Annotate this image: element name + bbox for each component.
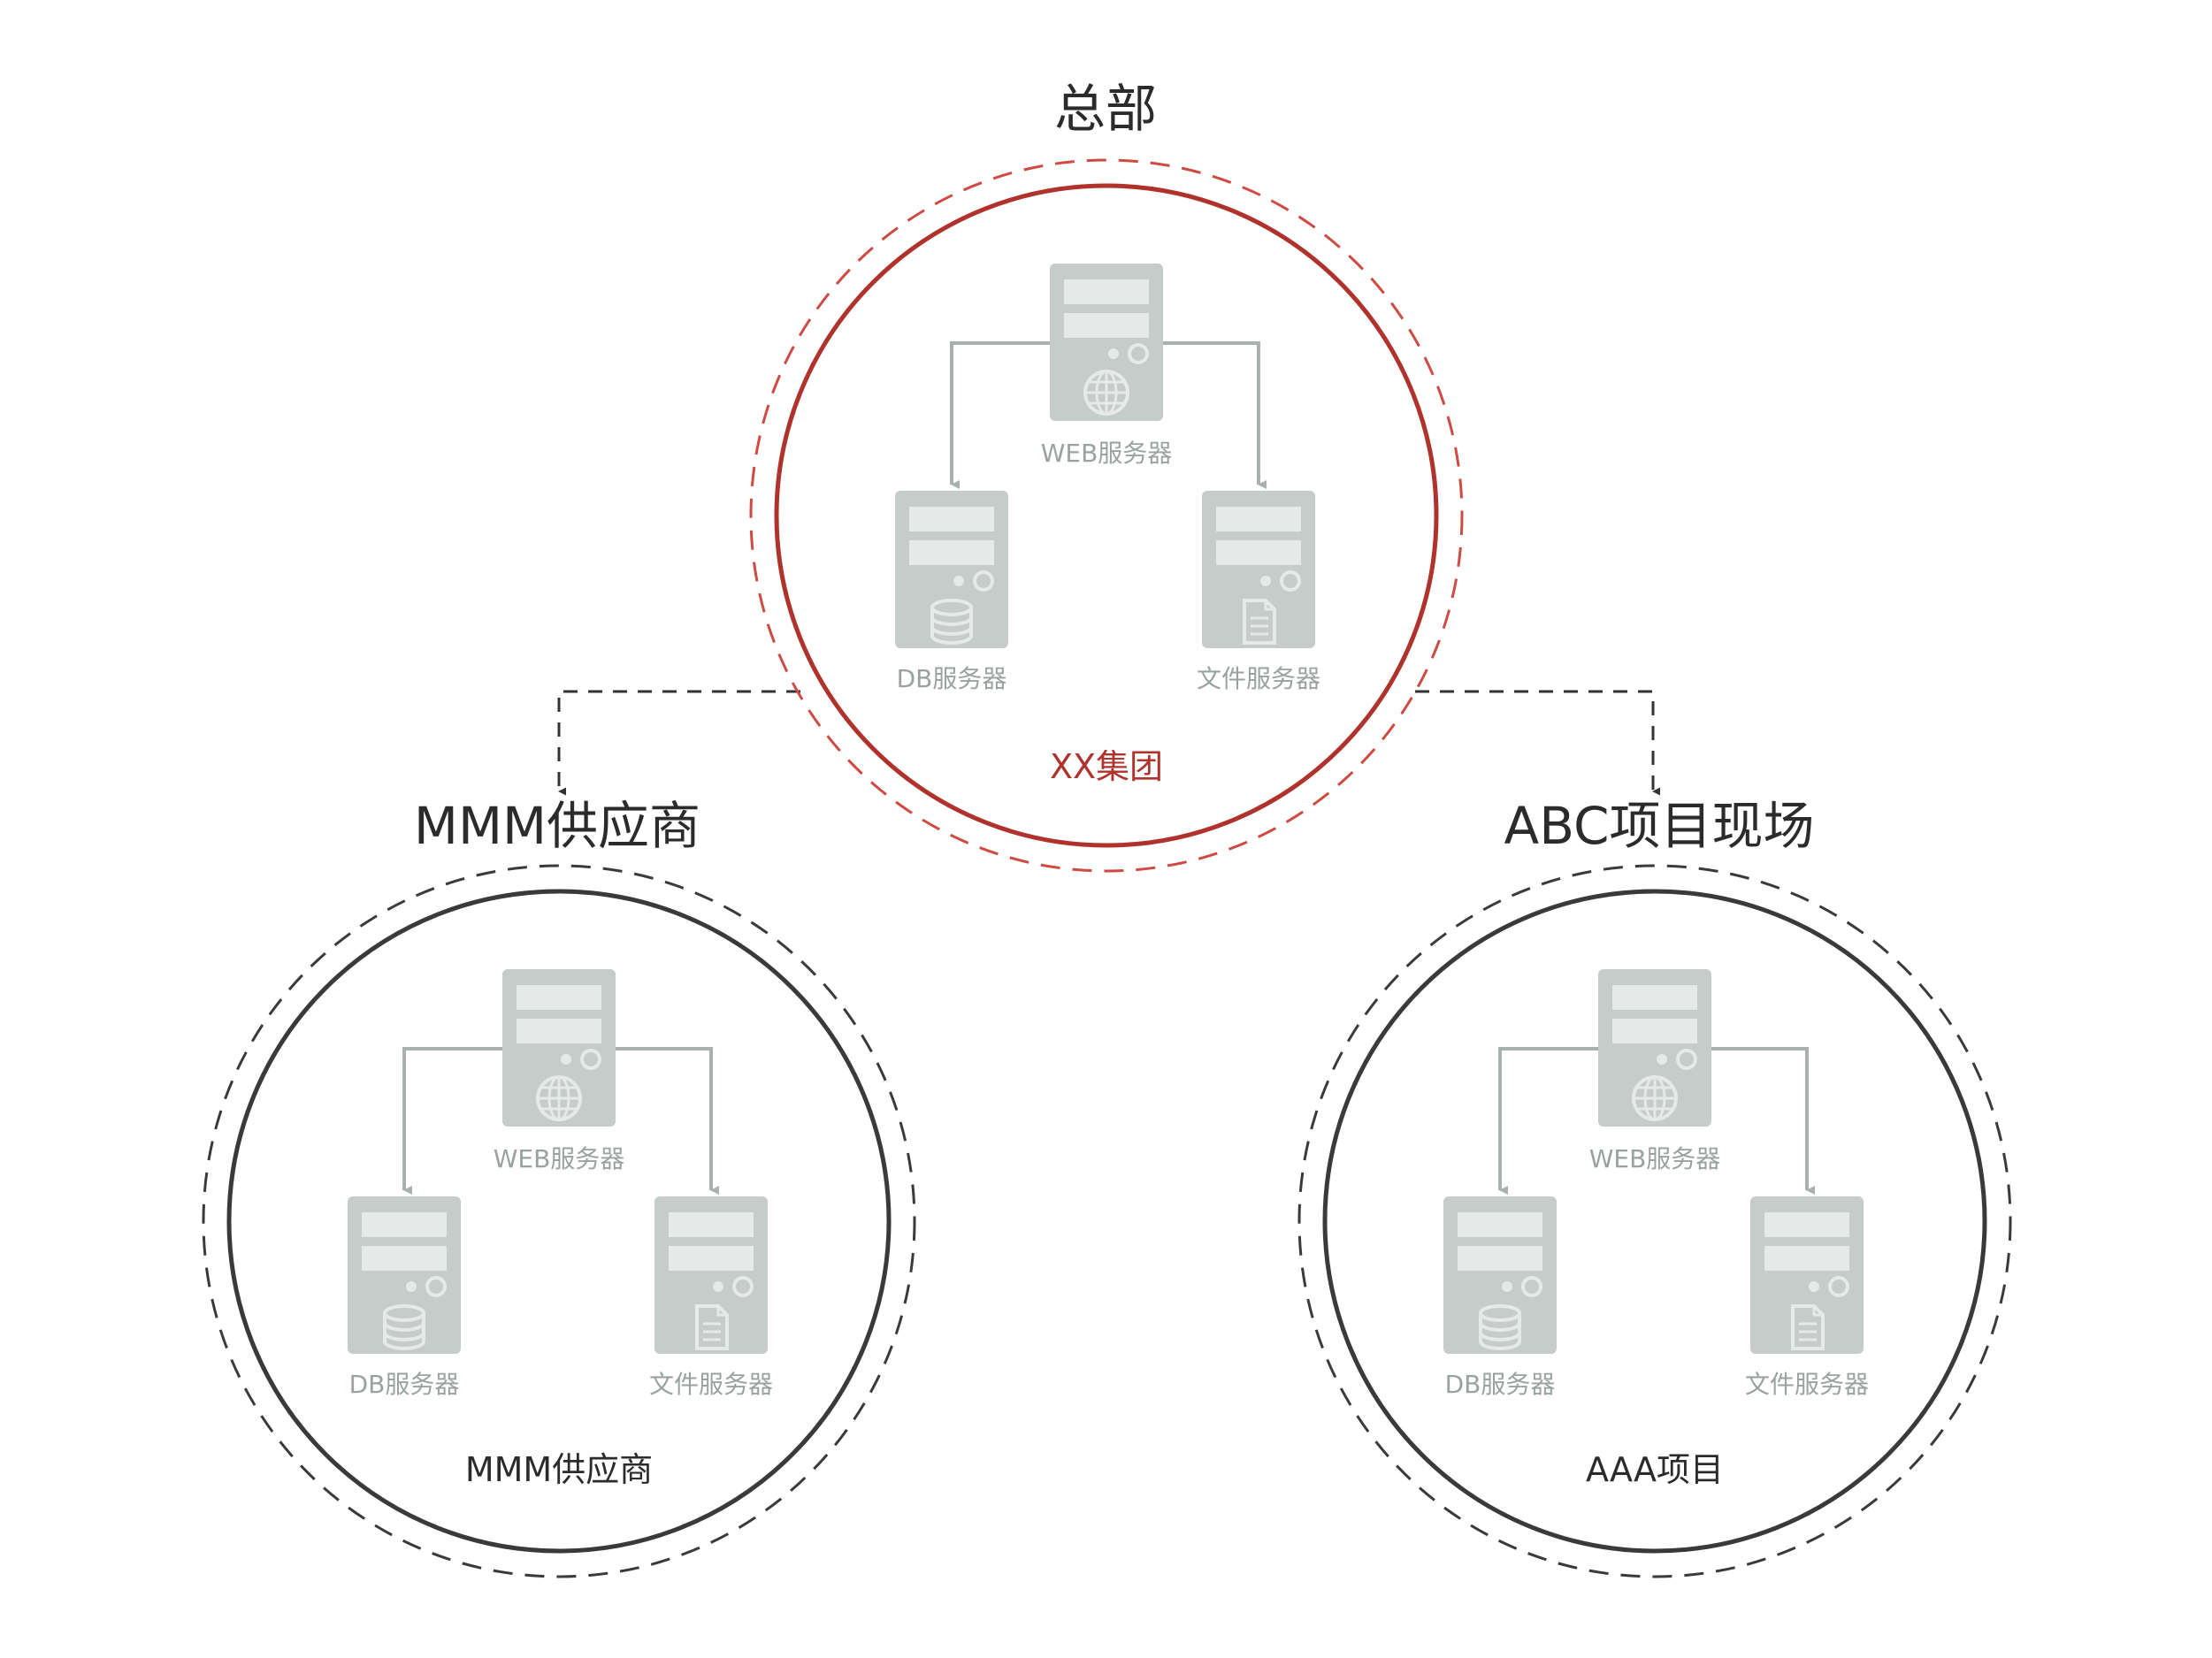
web-server-label: WEB服务器 [1041,439,1173,468]
web-server-label: WEB服务器 [494,1144,625,1173]
arrow-web-to-file [1711,1047,1815,1195]
region-title-supplier: MMM供应商 [414,796,700,856]
outer-dashed-ring-supplier [202,864,916,1578]
database-icon [930,599,973,645]
region-project-site: ABC项目现场 WEB服务器 [1297,796,2012,1578]
file-server-label: 文件服务器 [649,1370,773,1399]
file-server-label: 文件服务器 [1745,1370,1869,1399]
region-title-headquarters: 总部 [1054,79,1157,139]
db-server [1443,1196,1557,1354]
cluster-label-project-site: AAA项目 [1586,1450,1724,1489]
web-server [1050,264,1163,421]
cluster-ring-project-site [1322,889,1987,1554]
hq-to-branch-connectors [557,690,1661,796]
cluster-label-supplier: MMM供应商 [465,1450,653,1489]
cluster-ring-supplier [226,889,892,1554]
arrow-web-to-db [402,1047,502,1195]
region-supplier: MMM供应商 WEB服务器 [202,796,916,1578]
file-server-label: 文件服务器 [1197,664,1320,693]
web-server-label: WEB服务器 [1589,1144,1721,1173]
db-server-label: DB服务器 [897,664,1007,693]
db-server [348,1196,461,1354]
file-server [654,1196,768,1354]
globe-icon [1083,370,1129,416]
database-icon [1479,1304,1521,1350]
document-icon [695,1304,729,1350]
web-server [1598,969,1711,1127]
region-title-project-site: ABC项目现场 [1504,796,1815,856]
arrow-web-to-file [1163,341,1267,489]
document-icon [1791,1304,1825,1350]
db-server-label: DB服务器 [349,1370,460,1399]
connector-hq-to-supplier [557,690,800,796]
db-server [895,491,1008,648]
file-server [1750,1196,1864,1354]
cluster-label-headquarters: XX集团 [1050,747,1163,786]
globe-icon [1632,1075,1678,1121]
outer-dashed-ring-headquarters [749,158,1464,873]
arrow-web-to-file [616,1047,719,1195]
globe-icon [536,1075,582,1121]
db-server-label: DB服务器 [1445,1370,1556,1399]
arrow-web-to-db [1498,1047,1598,1195]
arrow-web-to-db [950,341,1050,489]
cluster-ring-headquarters [774,183,1439,848]
region-headquarters: 总部 WEB服务器 [749,79,1464,873]
document-icon [1243,599,1276,645]
web-server [502,969,616,1127]
database-icon [383,1304,425,1350]
file-server [1202,491,1315,648]
connector-hq-to-project [1415,690,1661,796]
outer-dashed-ring-project-site [1297,864,2012,1578]
